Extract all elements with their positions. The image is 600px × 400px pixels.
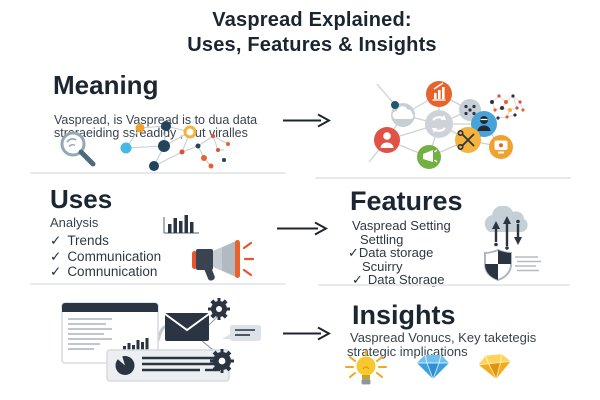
node-sync [425,110,453,138]
arrow-right-icon [277,221,328,236]
meaning-heading: Meaning [53,70,159,100]
divider-right-bottom [318,284,570,286]
uses-heading: Uses [50,184,113,214]
uses-item: ✓Communication [50,248,162,264]
check-icon: ✓ [50,248,62,264]
features-list: Vaspread Setting Settling ✓Data storage … [348,219,451,287]
insights-body: Vaspread Vonucs, Key taketegis strategic… [347,330,537,359]
blue-diamond-icon [417,354,449,380]
megaphone-icon [192,240,254,281]
features-line: Vaspread Setting [352,218,451,233]
node-person-red [374,127,400,153]
divider-right-top [315,177,571,179]
check-icon: ✓ [352,272,363,287]
bar-chart-icon [163,215,199,234]
page-title-line2: Uses, Features & Insights [187,34,437,56]
meaning-body: Vaspread, is Vaspread is to dua data str… [54,112,258,140]
divider-left-top [30,172,286,174]
node-dot [391,101,399,109]
features-line: Settling [360,231,404,247]
insights-body-line1: Vaspread Vonucs, Key taketegis [350,330,537,345]
page-title-line1: Vaspread Explained: [212,9,412,31]
insights-body-line2: strategic implications [347,343,468,359]
divider-left-bottom [30,283,286,285]
arrow-right-icon [283,326,331,341]
network-illustration [368,81,525,169]
mini-cluster [490,94,525,120]
magnifier-icon [60,131,96,167]
features-line: ✓Data storage [348,245,434,260]
documents-illustration [61,298,261,382]
check-icon: ✓ [50,264,62,279]
uses-subheading: Analysis [50,215,99,230]
insights-heading: Insights [352,300,456,330]
mini-network-icon [120,121,230,171]
check-icon: ✓ [348,245,359,260]
check-icon: ✓ [50,233,62,248]
lightbulb-icon [345,350,387,385]
arrow-right-icon [283,113,331,128]
uses-item: ✓Comnunication [50,264,158,279]
gear-icon [210,349,234,373]
page-title: Vaspread Explained: Uses, Features & Ins… [12,8,600,58]
features-heading: Features [350,186,463,216]
gear-icon [208,298,230,320]
uses-checklist: ✓Trends ✓Communication ✓Comnunication [50,233,161,280]
features-line: ✓Data Storage [352,272,445,287]
features-line: Scuirry [362,258,403,274]
shield-icon [484,248,541,282]
uses-item: ✓Trends [50,233,109,248]
cloud-transfer-icon [484,206,528,250]
gold-diamond-icon [478,354,511,380]
